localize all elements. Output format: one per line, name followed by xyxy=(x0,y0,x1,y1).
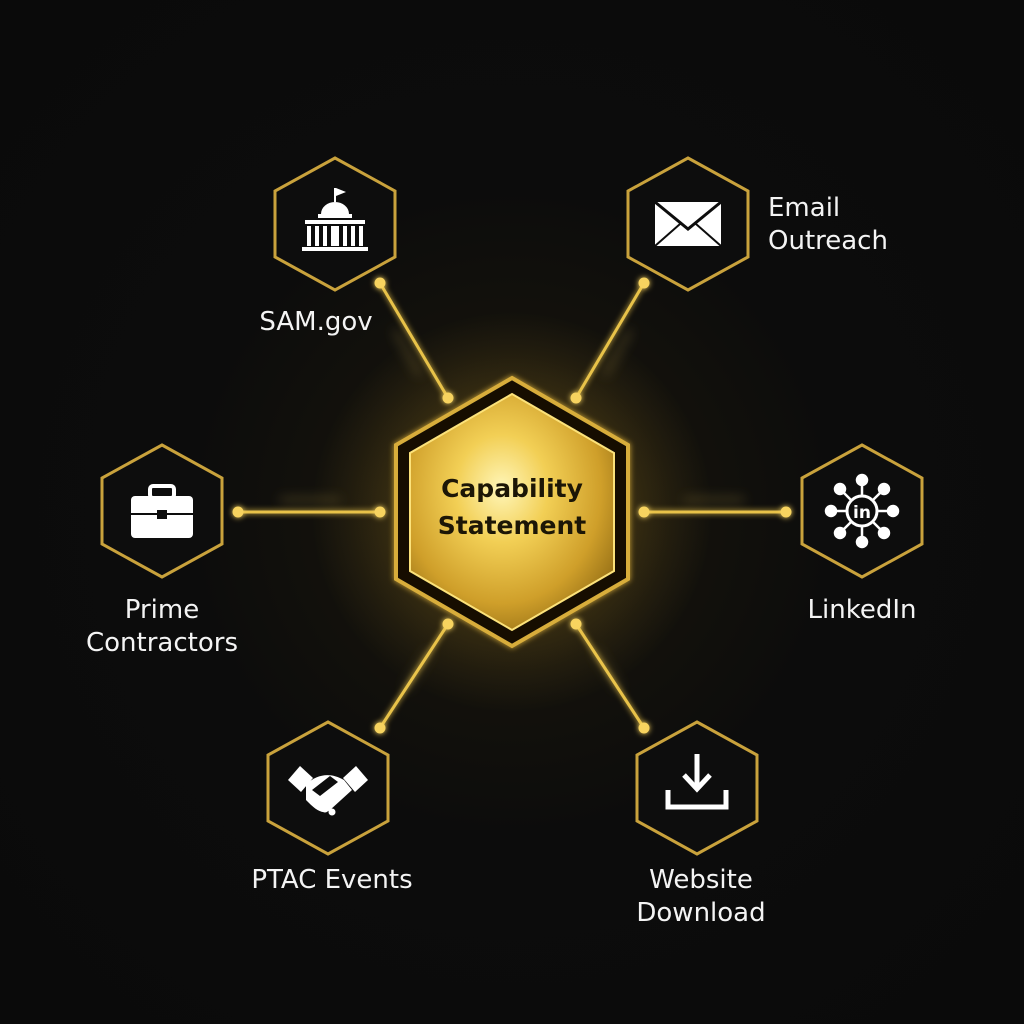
envelope-icon xyxy=(654,200,722,247)
label-website-download-line1: Website xyxy=(649,865,753,895)
linkedin-logo-text: in xyxy=(853,503,871,523)
label-website-download-line2: Download xyxy=(636,898,766,928)
center-label: Capability Statement xyxy=(412,470,612,544)
center-hexagon xyxy=(394,375,630,649)
label-prime-contractors: Prime Contractors xyxy=(62,594,262,660)
connector-glow-streaks xyxy=(280,329,744,691)
label-website-download: Website Download xyxy=(601,864,801,930)
linkedin-network-icon: in xyxy=(824,473,900,549)
label-prime-contractors-line1: Prime xyxy=(124,595,200,625)
connector-sam-gov xyxy=(378,282,450,399)
handshake-icon xyxy=(288,766,368,816)
label-ptac-events: PTAC Events xyxy=(222,864,442,897)
label-email-outreach: Email Outreach xyxy=(768,192,888,258)
download-icon xyxy=(665,754,729,810)
label-sam-gov: SAM.gov xyxy=(236,306,396,339)
capitol-building-icon xyxy=(302,188,368,251)
connector-email-outreach xyxy=(574,282,646,399)
connector-website-download xyxy=(574,623,646,729)
label-ptac-events-text: PTAC Events xyxy=(251,865,413,895)
briefcase-icon xyxy=(131,484,193,538)
label-linkedin: LinkedIn xyxy=(782,594,942,627)
label-sam-gov-text: SAM.gov xyxy=(259,307,373,337)
label-email-outreach-line1: Email xyxy=(768,193,841,223)
label-prime-contractors-line2: Contractors xyxy=(86,628,238,658)
center-label-line2: Statement xyxy=(437,511,587,540)
connector-dots xyxy=(232,277,792,734)
center-label-line1: Capability xyxy=(441,474,583,503)
label-email-outreach-line2: Outreach xyxy=(768,226,888,256)
label-linkedin-text: LinkedIn xyxy=(807,595,917,625)
